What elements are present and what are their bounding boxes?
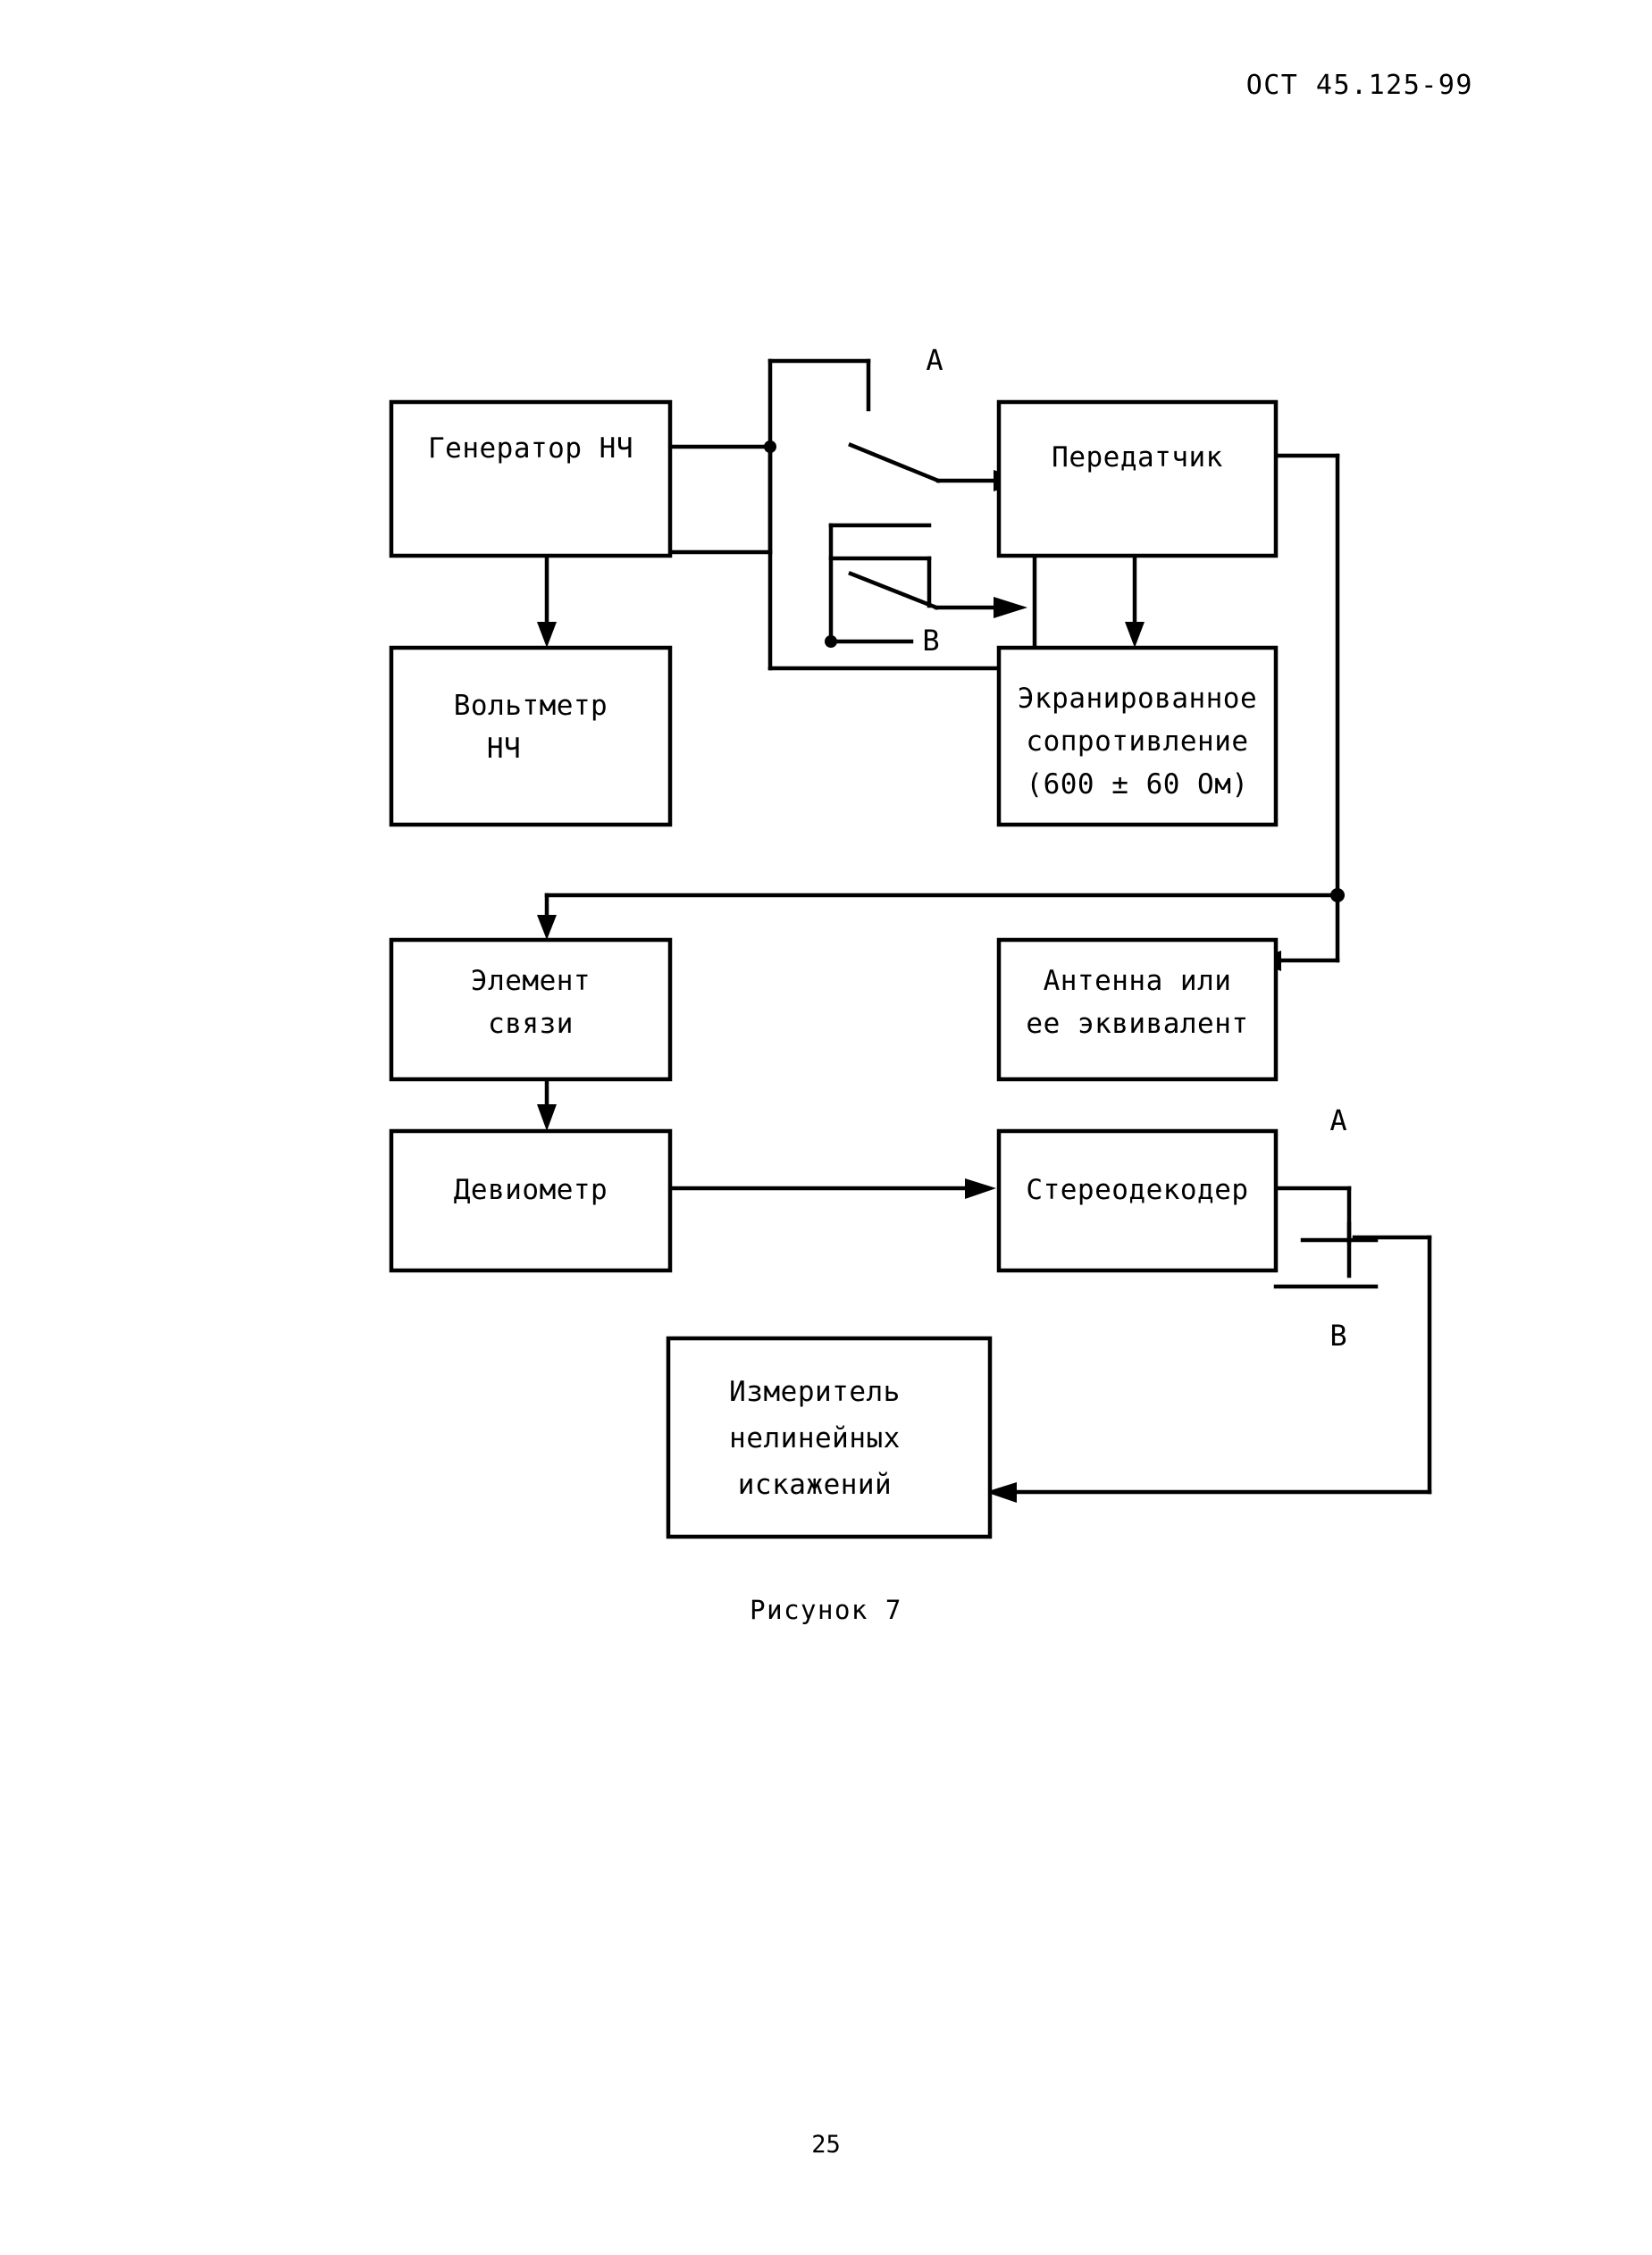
block-transmitter-label-1: Передатчик <box>1052 441 1223 474</box>
block-distortion-meter-rect <box>666 1336 993 1539</box>
arrowhead-deviometer <box>537 1104 557 1131</box>
block-distortion-label-1: Измеритель <box>729 1376 901 1408</box>
block-antenna-label-1: Антенна или <box>1044 965 1232 997</box>
switch-blade-a <box>848 442 941 483</box>
block-transmitter: Передатчик <box>996 399 1279 558</box>
block-coupling-label-2: связи <box>488 1008 574 1040</box>
figure-block-diagram: Генератор НЧ Передатчик Вольтметр НЧ Экр… <box>0 295 1652 1635</box>
arrowhead-coupling <box>537 915 557 940</box>
block-deviometer-rect <box>389 1128 673 1273</box>
switch-blade-b <box>848 571 939 610</box>
block-stereodecoder-rect <box>996 1128 1279 1273</box>
block-voltmeter-label-1: Вольтметр <box>454 690 608 722</box>
block-shielded-resistance-label-1: Экранированное <box>1018 683 1257 715</box>
switch-label-bottom-b: B <box>1329 1319 1346 1353</box>
block-distortion-meter: Измеритель нелинейных искажений <box>666 1336 993 1539</box>
block-shielded-resistance-label-2: сопротивление <box>1026 725 1248 758</box>
arrowhead-distortion <box>985 1482 1017 1503</box>
switch-label-top-a: A <box>926 343 943 377</box>
block-distortion-label-3: искажений <box>738 1469 892 1501</box>
block-deviometer-label-1: Девиометр <box>454 1174 608 1206</box>
figure-caption: Рисунок 7 <box>750 1595 902 1625</box>
block-shielded-resistance-label-3: (600 ± 60 Ом) <box>1026 768 1248 801</box>
block-antenna-label-2: ее эквивалент <box>1026 1008 1248 1040</box>
block-voltmeter: Вольтметр НЧ <box>389 645 673 827</box>
block-deviometer: Девиометр <box>389 1128 673 1273</box>
page-number: 25 <box>811 2131 841 2159</box>
block-antenna-rect <box>996 937 1279 1082</box>
block-coupling-label-1: Элемент <box>471 965 591 997</box>
block-shielded-resistance-rect <box>996 645 1279 827</box>
arrowhead-shielded-res <box>1125 622 1145 648</box>
block-coupling-element: Элемент связи <box>389 937 673 1082</box>
block-diagram-svg: Генератор НЧ Передатчик Вольтметр НЧ Экр… <box>389 343 1432 1539</box>
block-coupling-element-rect <box>389 937 673 1082</box>
switch-label-bottom-a: A <box>1329 1103 1346 1137</box>
switch-label-top-b: B <box>922 624 939 658</box>
arrowhead-transmitter-b <box>994 597 1027 618</box>
block-stereodecoder: Стереодекодер <box>996 1128 1279 1273</box>
block-voltmeter-label-2: НЧ <box>487 733 521 765</box>
standard-number-header: ОСТ 45.125-99 <box>1245 70 1473 101</box>
block-voltmeter-rect <box>389 645 673 827</box>
block-generator-rect <box>389 399 673 558</box>
block-shielded-resistance: Экранированное сопротивление (600 ± 60 О… <box>996 645 1279 827</box>
block-transmitter-rect <box>996 399 1279 558</box>
block-generator: Генератор НЧ <box>389 399 673 558</box>
block-generator-label-1: Генератор НЧ <box>428 432 633 465</box>
arrowhead-stereodecoder <box>965 1178 996 1199</box>
block-antenna: Антенна или ее эквивалент <box>996 937 1279 1082</box>
arrowhead-voltmeter <box>537 622 557 648</box>
block-stereodecoder-label-1: Стереодекодер <box>1026 1174 1248 1206</box>
block-distortion-label-2: нелинейных <box>729 1422 901 1454</box>
